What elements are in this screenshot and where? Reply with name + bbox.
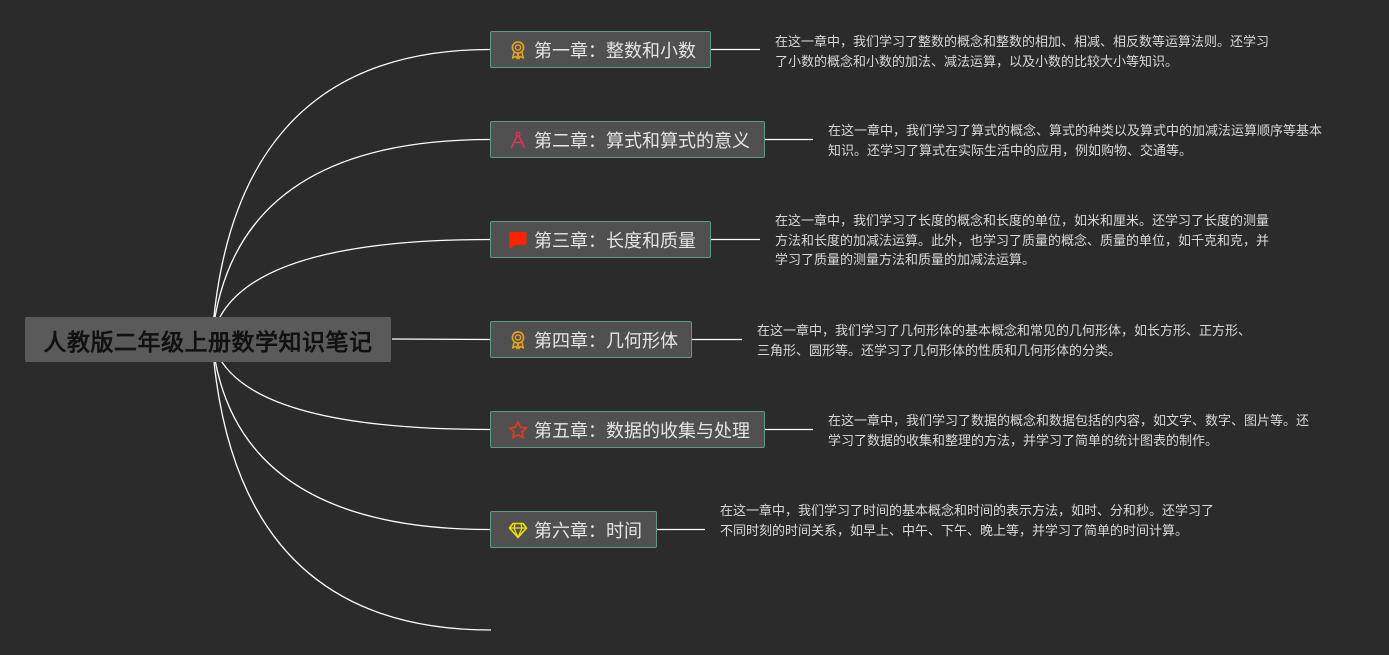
chapter-title: 第二章：算式和算式的意义 xyxy=(534,130,750,152)
chapter-description-4: 在这一章中，我们学习了几何形体的基本概念和常见的几何形体，如长方形、正方形、三角… xyxy=(757,324,1252,359)
chapter-node-6[interactable]: 第六章：时间 xyxy=(490,511,657,548)
branch-connector-4 xyxy=(391,338,491,341)
branch-connector-1 xyxy=(211,48,491,340)
branch-connector-trailing xyxy=(211,338,492,631)
root-title: 人教版二年级上册数学知识笔记 xyxy=(43,329,373,356)
root-topic[interactable]: 人教版二年级上册数学知识笔记 xyxy=(25,317,391,362)
chapter-description-5: 在这一章中，我们学习了数据的概念和数据包括的内容，如文字、数字、图片等。还学习了… xyxy=(828,414,1310,449)
ribbon-medal-icon xyxy=(508,40,528,60)
chapter-description-3: 在这一章中，我们学习了长度的概念和长度的单位，如米和厘米。还学习了长度的测量方法… xyxy=(775,214,1270,268)
branch-connector-2 xyxy=(211,138,491,340)
chapter-node-5[interactable]: 第五章：数据的收集与处理 xyxy=(490,411,765,448)
ribbon-medal-icon xyxy=(508,330,528,350)
diamond-icon xyxy=(508,520,528,540)
chapter-title: 第一章：整数和小数 xyxy=(534,40,696,62)
chapter-node-2[interactable]: 第二章：算式和算式的意义 xyxy=(490,121,765,158)
branch-connector-6 xyxy=(211,338,491,531)
chapter-title: 第三章：长度和质量 xyxy=(534,230,696,252)
star-icon xyxy=(508,420,528,440)
chapter-node-1[interactable]: 第一章：整数和小数 xyxy=(490,31,711,68)
chapter-description-6: 在这一章中，我们学习了时间的基本概念和时间的表示方法，如时、分和秒。还学习了不同… xyxy=(720,504,1215,539)
chapter-description-2: 在这一章中，我们学习了算式的概念、算式的种类以及算式中的加减法运算顺序等基本知识… xyxy=(828,124,1323,159)
chapter-title: 第四章：几何形体 xyxy=(534,330,678,352)
branch-connector-3 xyxy=(211,238,491,340)
flag-icon xyxy=(508,230,528,250)
compass-icon xyxy=(508,130,528,150)
chapter-description-1: 在这一章中，我们学习了整数的概念和整数的相加、相减、相反数等运算法则。还学习了小… xyxy=(775,35,1270,70)
chapter-title: 第五章：数据的收集与处理 xyxy=(534,420,750,442)
chapter-node-4[interactable]: 第四章：几何形体 xyxy=(490,321,692,358)
chapter-title: 第六章：时间 xyxy=(534,520,642,542)
chapter-node-3[interactable]: 第三章：长度和质量 xyxy=(490,221,711,258)
